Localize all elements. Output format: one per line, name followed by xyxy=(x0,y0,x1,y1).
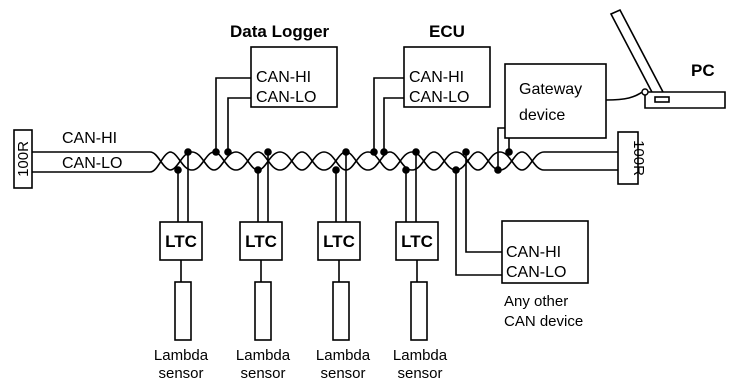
other-device-can-hi: CAN-HI xyxy=(506,244,561,261)
ecu-can-lo: CAN-LO xyxy=(409,89,469,106)
terminator-right-label: 100R xyxy=(630,140,647,176)
laptop-base xyxy=(644,91,726,109)
ltc-unit-1: LTC Lambda sensor xyxy=(154,152,209,381)
ecu-can-hi: CAN-HI xyxy=(409,69,464,86)
lambda-sensor-icon xyxy=(332,281,350,341)
ltc-label: LTC xyxy=(165,232,197,251)
data-logger: Data Logger CAN-HI CAN-LO xyxy=(215,22,338,152)
gateway-label-line1: Gateway xyxy=(519,81,582,98)
terminator-right: 100R xyxy=(617,131,647,185)
pc-laptop-icon: PC xyxy=(609,8,726,109)
sensor-label-line1: Lambda xyxy=(154,347,209,364)
sensor-label-line2: sensor xyxy=(158,365,203,381)
laptop-port xyxy=(654,96,670,103)
data-logger-lo-wire xyxy=(227,97,251,152)
ltc-unit-4: LTC Lambda sensor xyxy=(393,152,448,381)
ecu-hi-wire xyxy=(373,77,404,152)
ltc-unit-3: LTC Lambda sensor xyxy=(316,152,371,381)
other-device-caption-line1: Any other xyxy=(504,293,568,310)
gateway-label-line2: device xyxy=(519,107,565,124)
other-device-caption-line2: CAN device xyxy=(504,313,583,330)
lambda-sensor-icon xyxy=(174,281,192,341)
ecu: ECU CAN-HI CAN-LO xyxy=(373,22,491,152)
gateway-pc-cable xyxy=(605,89,646,101)
data-logger-title: Data Logger xyxy=(230,22,330,41)
data-logger-can-hi: CAN-HI xyxy=(256,69,311,86)
sensor-label-line1: Lambda xyxy=(393,347,448,364)
junction-dots xyxy=(174,148,513,174)
lambda-sensor-icon xyxy=(254,281,272,341)
other-can-device: CAN-HI CAN-LO Any other CAN device xyxy=(455,152,589,330)
terminator-left: 100R xyxy=(13,129,33,189)
ltc-label: LTC xyxy=(401,232,433,251)
data-logger-can-lo: CAN-LO xyxy=(256,89,316,106)
ecu-title: ECU xyxy=(429,22,465,41)
bus-can-lo-label: CAN-LO xyxy=(62,155,122,172)
pc-title: PC xyxy=(691,61,715,80)
other-device-lo-wire xyxy=(455,170,502,276)
sensor-label-line2: sensor xyxy=(397,365,442,381)
ltc-unit-2: LTC Lambda sensor xyxy=(236,152,291,381)
other-device-can-lo: CAN-LO xyxy=(506,264,566,281)
data-logger-hi-wire xyxy=(215,77,251,152)
sensor-label-line2: sensor xyxy=(320,365,365,381)
lambda-sensor-icon xyxy=(410,281,428,341)
sensor-label-line1: Lambda xyxy=(236,347,291,364)
laptop-screen xyxy=(609,8,665,98)
ecu-lo-wire xyxy=(383,97,404,152)
sensor-label-line2: sensor xyxy=(240,365,285,381)
ltc-label: LTC xyxy=(323,232,355,251)
other-device-hi-wire xyxy=(465,152,502,253)
gateway-device: Gateway device xyxy=(497,63,646,170)
terminator-left-label: 100R xyxy=(15,141,32,177)
ltc-label: LTC xyxy=(245,232,277,251)
sensor-label-line1: Lambda xyxy=(316,347,371,364)
gateway-lo-wire xyxy=(497,127,505,170)
bus-can-hi-label: CAN-HI xyxy=(62,130,117,147)
